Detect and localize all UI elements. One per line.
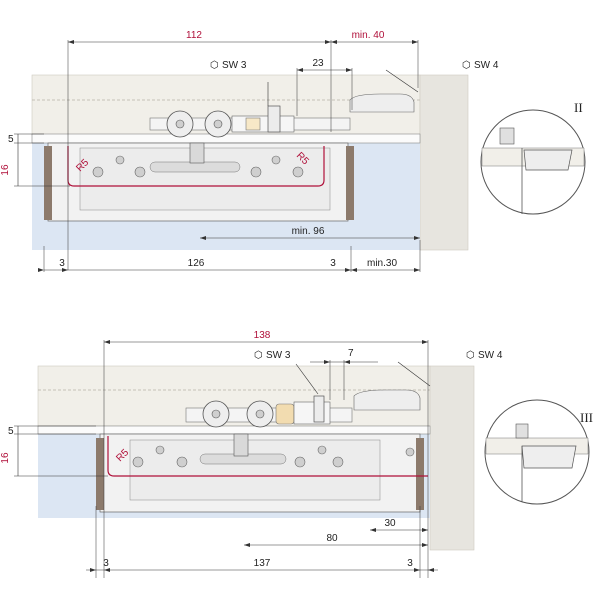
top-sw4-label: SW 4 [474, 60, 499, 71]
bottom-plate [37, 425, 431, 435]
bottom-dim-16: 16 [0, 452, 11, 464]
top-assembly: 112 min. 40 ⬡ SW 3 23 ⬡ SW 4 5 16 R5 R5 … [0, 30, 586, 272]
top-seal-left [44, 146, 52, 220]
bottom-seal-left [96, 438, 104, 510]
bottom-dim-5: 5 [8, 426, 14, 437]
bottom-assembly: 138 ⬡ SW 3 7 ⬡ SW 4 5 16 R5 30 80 3 137 … [0, 330, 593, 578]
top-sw3-hex-icon: ⬡ [210, 60, 219, 71]
top-sw4-hex-icon: ⬡ [462, 60, 471, 71]
bottom-sw4-hex-icon: ⬡ [466, 350, 475, 361]
top-extension-lines [14, 40, 421, 272]
top-clip [245, 117, 261, 131]
bottom-sw3-label: SW 3 [266, 350, 291, 361]
top-dim-min30: min.30 [367, 258, 397, 269]
bottom-extension-lines [14, 340, 429, 578]
bottom-arrowheads [90, 340, 434, 572]
top-seal-right [346, 146, 354, 220]
top-clamp-bolts [92, 155, 304, 178]
bottom-sw4-label: SW 4 [478, 350, 503, 361]
bottom-wheel-left-hub [211, 409, 221, 419]
top-sw3-screw [267, 105, 281, 133]
bottom-clamp-pivot [233, 433, 249, 457]
top-clamp-pivot [189, 142, 205, 164]
bottom-dim-3-right: 3 [407, 558, 413, 569]
bottom-dim-30: 30 [384, 518, 396, 529]
bottom-detail-label: III [580, 410, 593, 425]
top-clamp-slot [149, 161, 241, 173]
top-dim-3-left: 3 [59, 258, 65, 269]
bottom-dim-137: 137 [254, 558, 271, 569]
bottom-damper [293, 401, 331, 425]
bottom-dim-7: 7 [348, 348, 354, 359]
bottom-dim-80: 80 [326, 533, 338, 544]
bottom-wheel-right-hub [255, 409, 265, 419]
top-dim-min-right: min. 40 [352, 30, 385, 41]
top-dim-3-right: 3 [330, 258, 336, 269]
top-dimension-lines [17, 41, 420, 271]
top-wheel-left-hub [175, 119, 185, 129]
bottom-clamp-inner [129, 439, 381, 501]
top-arrowheads [38, 40, 420, 272]
top-damper [231, 115, 295, 133]
top-sw4-stopper [349, 93, 415, 113]
bottom-wall [429, 365, 475, 551]
bottom-detail-view: III [484, 399, 593, 505]
top-glass-outline [67, 146, 325, 187]
bottom-clamp-bolts [132, 445, 415, 468]
bottom-glass-outline [107, 436, 428, 477]
top-wall [419, 74, 469, 251]
bottom-dim-overall: 138 [254, 330, 271, 341]
bottom-clip [275, 403, 295, 425]
top-dim-5: 5 [8, 134, 14, 145]
top-detail-view: II [480, 100, 586, 215]
bottom-sw3-screw [313, 395, 325, 423]
bottom-sw3-hex-icon: ⬡ [254, 350, 263, 361]
top-dim-min96: min. 96 [292, 226, 325, 237]
top-dim-23: 23 [312, 58, 324, 69]
bottom-dim-3-left: 3 [103, 558, 109, 569]
top-sw3-label: SW 3 [222, 60, 247, 71]
top-dim-overall: 112 [186, 30, 202, 41]
bottom-sw4-stopper [353, 389, 421, 411]
top-plate [31, 133, 421, 144]
top-wheel-right-hub [213, 119, 223, 129]
bottom-seal-right [416, 438, 424, 510]
top-dim-126: 126 [188, 258, 205, 269]
top-detail-label: II [574, 100, 583, 115]
top-dim-16: 16 [0, 164, 11, 176]
